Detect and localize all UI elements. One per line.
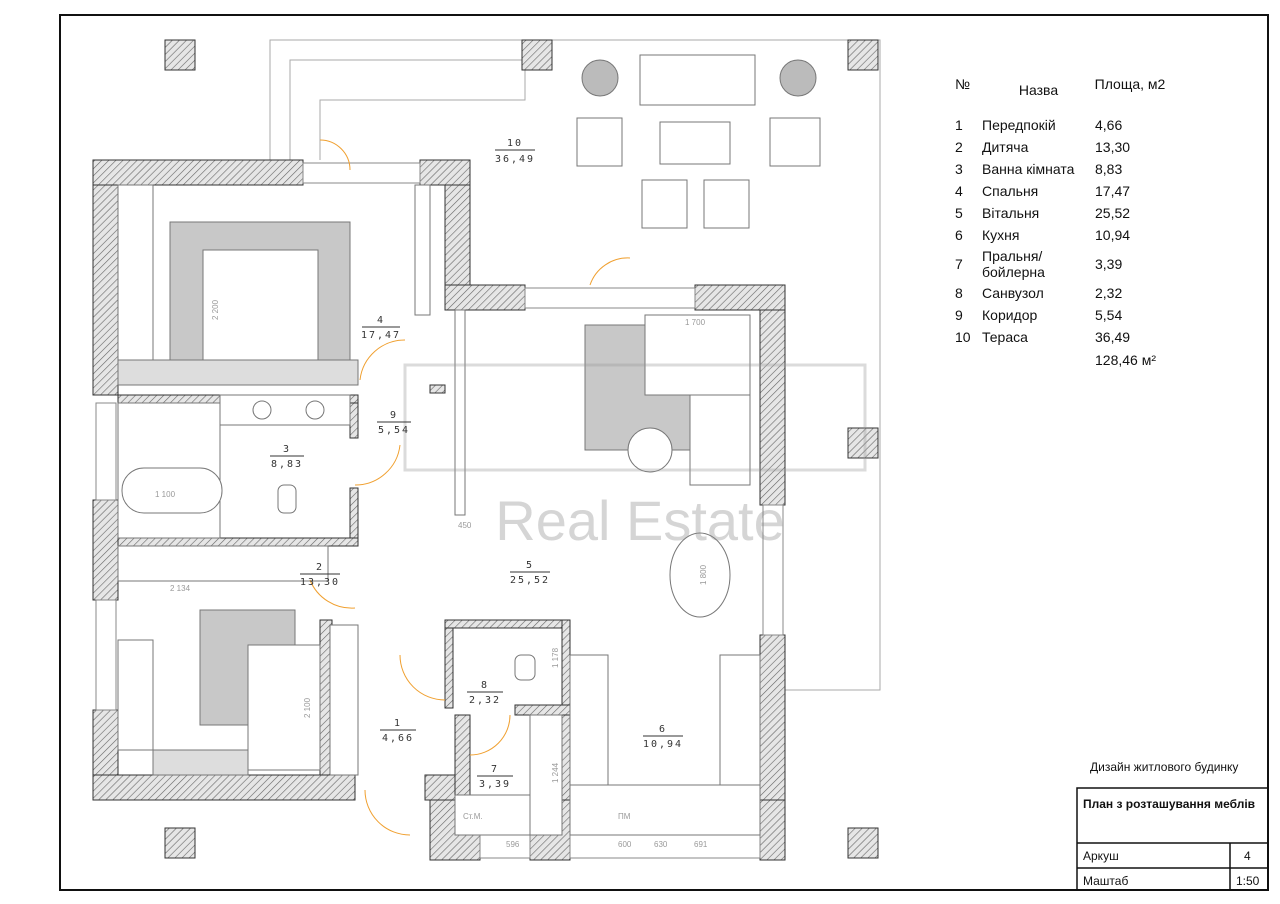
bed-mattress [202,249,319,381]
sheet-title: План з розташування меблів [1083,797,1256,811]
svg-text:7: 7 [491,764,499,775]
svg-text:1: 1 [394,718,402,729]
dimension-labels: 2 200 1 100 1 700 1 800 2 134 2 100 1 17… [155,299,708,849]
terrace-outline [269,39,881,691]
svg-text:8: 8 [481,680,489,691]
room-label-5: 525,52 [510,560,550,586]
scale-label: Маштаб [1083,874,1129,888]
sheet-number: 4 [1244,849,1251,863]
doors [309,139,631,836]
svg-text:2,32: 2,32 [469,695,501,706]
room-label-8: 82,32 [467,680,503,706]
sofa [644,314,751,396]
project-title: Дизайн житлового будинку [1090,760,1239,774]
svg-text:8,83: 8,83 [271,459,303,470]
sheet-border [59,14,1269,891]
room-label-10: 10 36,49 [495,138,535,165]
svg-text:691: 691 [694,840,708,849]
svg-text:5: 5 [526,560,534,571]
dishwasher-label: ПМ [618,812,631,821]
terrace-sofa [639,54,756,106]
svg-text:600: 600 [618,840,632,849]
room-label-7: 73,39 [477,764,513,790]
svg-text:2 200: 2 200 [211,299,220,320]
title-block [1076,787,1269,891]
svg-text:17,47: 17,47 [361,330,401,341]
svg-text:13,30: 13,30 [300,577,340,588]
svg-text:450: 450 [458,521,472,530]
svg-text:4,66: 4,66 [382,733,414,744]
svg-text:3: 3 [283,444,291,455]
svg-text:10: 10 [507,138,523,149]
svg-text:Real Estate: Real Estate [495,489,785,552]
wardrobe [117,184,154,361]
svg-text:3,39: 3,39 [479,779,511,790]
room-label-2: 213,30 [300,562,340,588]
bathtub [121,467,223,514]
svg-text:4: 4 [377,315,385,326]
svg-text:25,52: 25,52 [510,575,550,586]
scale-value: 1:50 [1236,874,1260,888]
room-label-1: 14,66 [380,718,416,744]
svg-text:1 100: 1 100 [155,490,176,499]
svg-text:10,94: 10,94 [643,739,683,750]
kids-bed [247,644,321,771]
svg-text:1 700: 1 700 [685,318,706,327]
svg-text:1 244: 1 244 [551,762,560,783]
legend-total: 128,46 м² [1095,352,1156,368]
svg-text:1 800: 1 800 [699,564,708,585]
washer-label: Ст.М. [463,812,483,821]
svg-text:6: 6 [659,724,667,735]
svg-text:596: 596 [506,840,520,849]
svg-text:36,49: 36,49 [495,154,535,165]
svg-text:2: 2 [316,562,324,573]
room-label-6: 610,94 [643,724,683,750]
columns [164,39,879,859]
room-label-4: 417,47 [361,315,401,341]
watermark: Real Estate [403,363,867,552]
room-label-3: 38,83 [270,444,304,470]
svg-text:630: 630 [654,840,668,849]
furniture [117,54,821,836]
svg-text:2 100: 2 100 [303,697,312,718]
room-label-9: 95,54 [377,410,411,436]
svg-text:2 134: 2 134 [170,584,191,593]
svg-text:5,54: 5,54 [378,425,410,436]
svg-text:9: 9 [390,410,398,421]
sheet-label: Аркуш [1083,849,1119,863]
dining-table [669,532,731,618]
svg-text:1 178: 1 178 [551,647,560,668]
